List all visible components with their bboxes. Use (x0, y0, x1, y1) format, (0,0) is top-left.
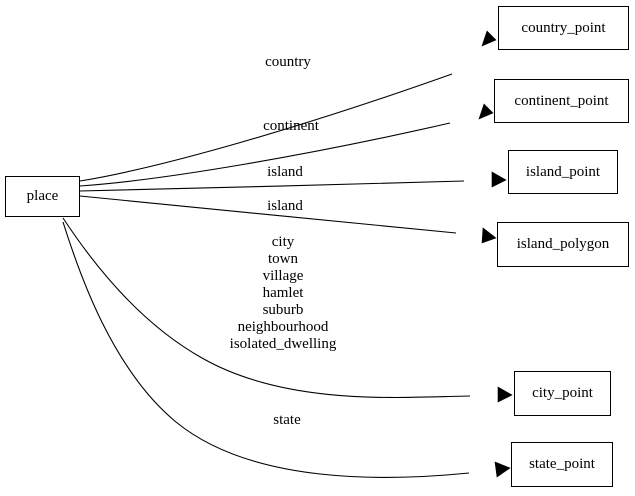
node-label: state_point (529, 456, 595, 472)
edges-group (62, 30, 513, 478)
edge-label-state-point: state (273, 412, 301, 428)
arrowhead-icon (481, 227, 497, 244)
edge-place-to-island-polygon (79, 195, 457, 234)
node-country-point[interactable]: country_point (498, 6, 629, 50)
arrowhead-icon (491, 171, 507, 188)
edge-place-to-island-point (79, 180, 465, 192)
node-label: country_point (521, 19, 606, 36)
edge-label-island-polygon: island (267, 198, 303, 214)
node-label: city_point (532, 385, 593, 401)
edge-place-to-city-point (62, 217, 471, 399)
arrowhead-icon (481, 30, 497, 47)
node-island-polygon[interactable]: island_polygon (497, 222, 629, 267)
arrowhead-icon (494, 461, 511, 478)
node-label: island_point (525, 163, 601, 180)
edge-place-to-country-point (79, 73, 453, 182)
node-place[interactable]: place (5, 176, 80, 217)
edge-place-to-state-point (62, 221, 470, 478)
arrowhead-icon (478, 103, 494, 120)
node-continent-point[interactable]: continent_point (494, 79, 629, 123)
arrowhead-icon (497, 386, 513, 403)
edge-label-city-point: city town village hamlet suburb neighbou… (229, 234, 337, 352)
edge-label-island-point: island (267, 164, 303, 180)
node-state-point[interactable]: state_point (511, 442, 613, 487)
edge-place-to-continent-point (79, 122, 451, 187)
node-label: continent_point (514, 92, 609, 109)
node-label: island_polygon (516, 236, 610, 252)
edge-label-continent-point: continent (263, 118, 319, 134)
node-label: place (26, 188, 59, 204)
edge-label-country-point: country (265, 54, 311, 70)
node-island-point[interactable]: island_point (508, 150, 618, 194)
node-city-point[interactable]: city_point (514, 371, 611, 416)
